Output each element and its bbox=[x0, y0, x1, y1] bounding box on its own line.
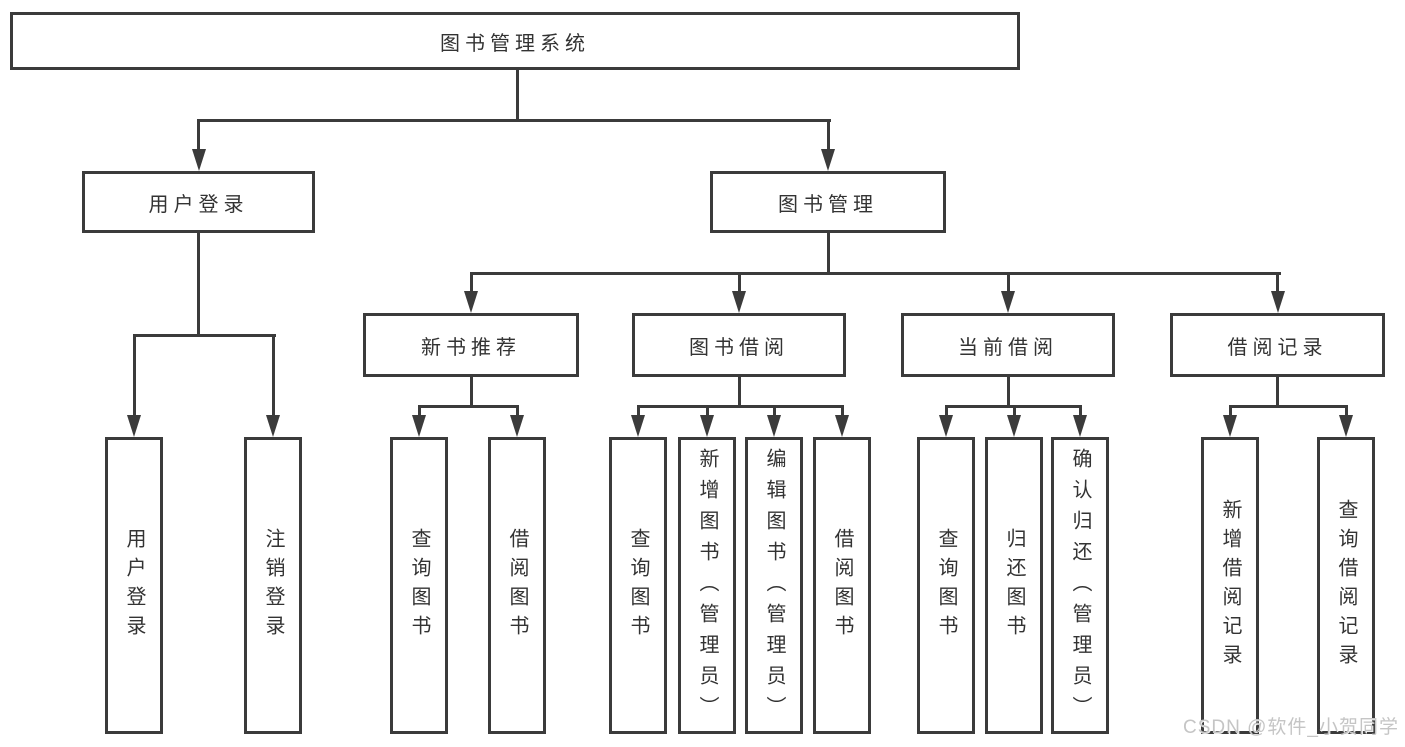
connector-vline bbox=[469, 377, 473, 407]
connector-vline bbox=[132, 335, 136, 415]
node-label: 图书借阅 bbox=[689, 336, 789, 359]
leaf-label: 注销登录 bbox=[262, 527, 284, 644]
connector-vline bbox=[469, 273, 473, 291]
leaf-query-books-current: 查询图书 bbox=[917, 437, 975, 734]
node-book-management: 图书管理 bbox=[710, 171, 946, 233]
leaf-label: 借阅图书 bbox=[506, 527, 528, 644]
connector-vline bbox=[1012, 406, 1016, 415]
connector-vline bbox=[705, 406, 709, 415]
connector-vline bbox=[737, 273, 741, 291]
arrowhead-icon bbox=[412, 415, 426, 437]
arrowhead-icon bbox=[191, 149, 206, 171]
connector-vline bbox=[1006, 377, 1010, 407]
leaf-query-books-borrow: 查询图书 bbox=[609, 437, 667, 734]
connector-vline bbox=[1276, 377, 1279, 407]
arrowhead-icon bbox=[1339, 415, 1353, 437]
node-new-book-recommend: 新书推荐 bbox=[363, 313, 579, 377]
connector-vline bbox=[826, 233, 830, 274]
node-label: 当前借阅 bbox=[958, 336, 1058, 359]
arrowhead-icon bbox=[1007, 415, 1021, 437]
leaf-label: 新增图书（管理员） bbox=[696, 448, 718, 727]
node-library-system: 图书管理系统 bbox=[10, 12, 1020, 70]
arrowhead-icon bbox=[821, 149, 835, 171]
connector-hline bbox=[417, 404, 519, 408]
node-label: 图书管理系统 bbox=[440, 32, 590, 55]
leaf-edit-books-admin: 编辑图书（管理员） bbox=[745, 437, 803, 734]
node-book-borrowing: 图书借阅 bbox=[632, 313, 846, 377]
leaf-label: 查询图书 bbox=[627, 527, 649, 644]
connector-hline bbox=[197, 118, 831, 122]
node-label: 图书管理 bbox=[778, 193, 878, 216]
connector-hline bbox=[636, 404, 844, 408]
connector-hline bbox=[132, 333, 276, 337]
leaf-borrow-books-recommend: 借阅图书 bbox=[488, 437, 546, 734]
leaf-confirm-return-admin: 确认归还（管理员） bbox=[1051, 437, 1109, 734]
arrowhead-icon bbox=[835, 415, 849, 437]
connector-vline bbox=[197, 120, 200, 149]
arrowhead-icon bbox=[732, 291, 746, 313]
connector-vline bbox=[826, 120, 830, 149]
connector-hline bbox=[1228, 404, 1348, 408]
connector-vline bbox=[197, 233, 200, 336]
leaf-label: 查询图书 bbox=[408, 527, 430, 644]
leaf-query-borrow-record: 查询借阅记录 bbox=[1317, 437, 1375, 734]
connector-vline bbox=[271, 335, 275, 415]
connector-vline bbox=[1228, 406, 1232, 415]
connector-vline bbox=[636, 406, 640, 415]
leaf-borrow-books-borrow: 借阅图书 bbox=[813, 437, 871, 734]
node-label: 借阅记录 bbox=[1227, 336, 1328, 359]
connector-vline bbox=[515, 406, 519, 415]
arrowhead-icon bbox=[510, 415, 524, 437]
connector-vline bbox=[772, 406, 776, 415]
leaf-add-borrow-record: 新增借阅记录 bbox=[1201, 437, 1259, 734]
connector-vline bbox=[515, 70, 519, 120]
connector-vline bbox=[1276, 273, 1279, 291]
node-current-borrowing: 当前借阅 bbox=[901, 313, 1115, 377]
node-label: 用户登录 bbox=[148, 193, 249, 216]
leaf-label: 借阅图书 bbox=[831, 527, 853, 644]
leaf-label: 查询图书 bbox=[935, 527, 957, 644]
leaf-add-books-admin: 新增图书（管理员） bbox=[678, 437, 736, 734]
node-borrow-records: 借阅记录 bbox=[1170, 313, 1385, 377]
leaf-label: 查询借阅记录 bbox=[1335, 498, 1357, 673]
connector-vline bbox=[1344, 406, 1348, 415]
leaf-label: 用户登录 bbox=[123, 527, 145, 644]
arrowhead-icon bbox=[1001, 291, 1015, 313]
csdn-watermark: CSDN @软件_小贺同学 bbox=[1183, 717, 1399, 738]
leaf-label: 编辑图书（管理员） bbox=[763, 448, 785, 727]
node-user-login: 用户登录 bbox=[82, 171, 315, 233]
leaf-label: 确认归还（管理员） bbox=[1069, 448, 1091, 727]
arrowhead-icon bbox=[767, 415, 781, 437]
leaf-return-books: 归还图书 bbox=[985, 437, 1043, 734]
arrowhead-icon bbox=[1270, 291, 1285, 313]
arrowhead-icon bbox=[1073, 415, 1087, 437]
connector-vline bbox=[840, 406, 844, 415]
connector-vline bbox=[737, 377, 741, 407]
arrowhead-icon bbox=[127, 415, 141, 437]
arrowhead-icon bbox=[464, 291, 478, 313]
arrowhead-icon bbox=[700, 415, 714, 437]
leaf-label: 归还图书 bbox=[1003, 527, 1025, 644]
connector-vline bbox=[1006, 273, 1010, 291]
node-label: 新书推荐 bbox=[421, 336, 521, 359]
leaf-query-books-recommend: 查询图书 bbox=[390, 437, 448, 734]
connector-vline bbox=[1078, 406, 1082, 415]
arrowhead-icon bbox=[266, 415, 280, 437]
leaf-logout: 注销登录 bbox=[244, 437, 302, 734]
connector-vline bbox=[417, 406, 421, 415]
arrowhead-icon bbox=[631, 415, 645, 437]
leaf-label: 新增借阅记录 bbox=[1219, 498, 1241, 673]
arrowhead-icon bbox=[939, 415, 953, 437]
leaf-user-login: 用户登录 bbox=[105, 437, 163, 734]
arrowhead-icon bbox=[1223, 415, 1237, 437]
connector-vline bbox=[944, 406, 948, 415]
connector-hline bbox=[469, 271, 1281, 275]
